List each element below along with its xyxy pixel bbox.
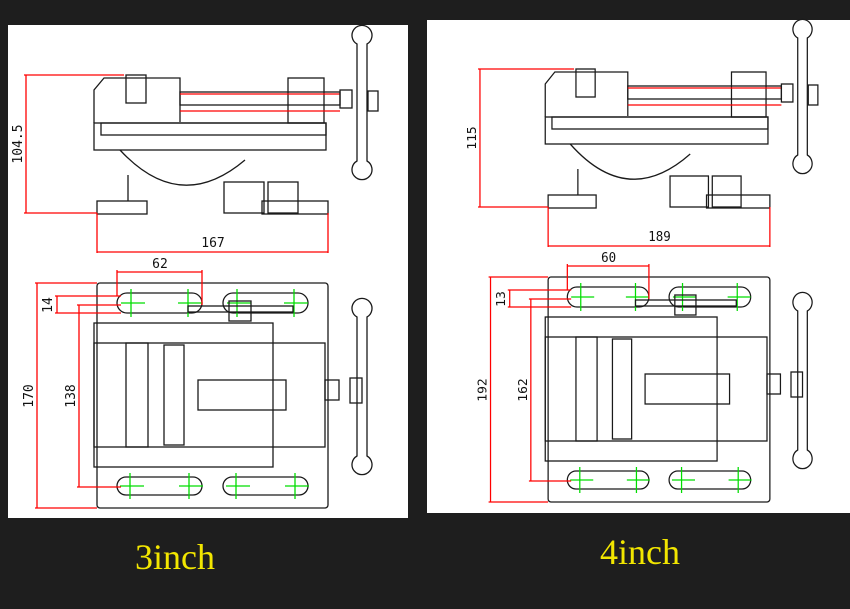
dim-height-label: 104.5 (11, 124, 26, 163)
handle-hub (807, 84, 819, 106)
dim-slot-width-label: 13 (494, 291, 509, 307)
swivel-arc (569, 143, 691, 180)
handwheel-handle (351, 297, 373, 476)
screw-collar-top (766, 373, 782, 395)
top-screw-block (674, 294, 697, 316)
screw-collar (780, 83, 794, 103)
screw-collar-top (324, 379, 340, 401)
mounting-slot (566, 470, 650, 490)
mounting-slot (222, 476, 309, 496)
base-plate (547, 276, 771, 503)
base-pedestal (669, 175, 710, 208)
base-plate (96, 282, 329, 509)
vise-slide (100, 122, 327, 136)
handle-hub-top (349, 377, 363, 404)
mounting-slot (116, 292, 203, 314)
handwheel-handle (792, 18, 813, 175)
dim-slot-spacing-label: 62 (152, 257, 168, 272)
movable-jaw-top (163, 344, 185, 446)
mounting-slot (668, 286, 752, 308)
dim-length-label: 167 (201, 236, 224, 251)
movable-jaw (287, 77, 325, 124)
base-foot-left (547, 194, 597, 209)
vise-drawing-3inch: 104.5 167 170 138 14 62 (11, 24, 379, 509)
dim-width-label: 192 (476, 378, 491, 401)
jaw-plate (575, 68, 596, 98)
dim-height-label: 115 (465, 126, 480, 149)
jaw-top (125, 342, 149, 448)
base-step (711, 175, 742, 208)
base-foot-right (705, 194, 771, 209)
base-pedestal (223, 181, 265, 214)
dim-slot-outer-label: 162 (516, 378, 531, 401)
jaw-plate (125, 74, 147, 104)
mounting-slot (566, 286, 650, 308)
base-step (267, 181, 299, 214)
top-screw-bar (187, 305, 294, 313)
mounting-slot (116, 476, 203, 496)
dim-width-label: 170 (22, 384, 37, 407)
caption-3inch: 3inch (135, 537, 215, 577)
base-foot-right (261, 200, 329, 215)
movable-jaw-top (611, 338, 633, 440)
movable-jaw (730, 71, 767, 118)
jaw-top (575, 336, 598, 442)
handle-hub (367, 90, 379, 112)
caption-4inch: 4inch (600, 532, 680, 572)
dim-slot-spacing-label: 60 (601, 251, 616, 266)
dim-length-label: 189 (648, 230, 671, 245)
dim-slot-outer-label: 138 (64, 384, 79, 407)
top-screw-bar (634, 299, 737, 307)
mounting-slot (222, 292, 309, 314)
mounting-slot (668, 470, 752, 490)
dim-slot-width-label: 14 (41, 297, 56, 313)
base-foot-left (96, 200, 148, 215)
handle-hub-top (790, 371, 804, 398)
screw-housing (644, 373, 731, 405)
screw-housing (197, 379, 287, 411)
top-screw-block (228, 300, 252, 322)
panel-3inch (8, 25, 408, 518)
screw-collar (339, 89, 353, 109)
vise-slide (551, 116, 769, 130)
handwheel-handle (792, 291, 813, 470)
handwheel-handle (351, 24, 373, 181)
vise-drawing-4inch: 115 189 192 162 13 60 (465, 18, 819, 503)
swivel-arc (119, 149, 246, 186)
